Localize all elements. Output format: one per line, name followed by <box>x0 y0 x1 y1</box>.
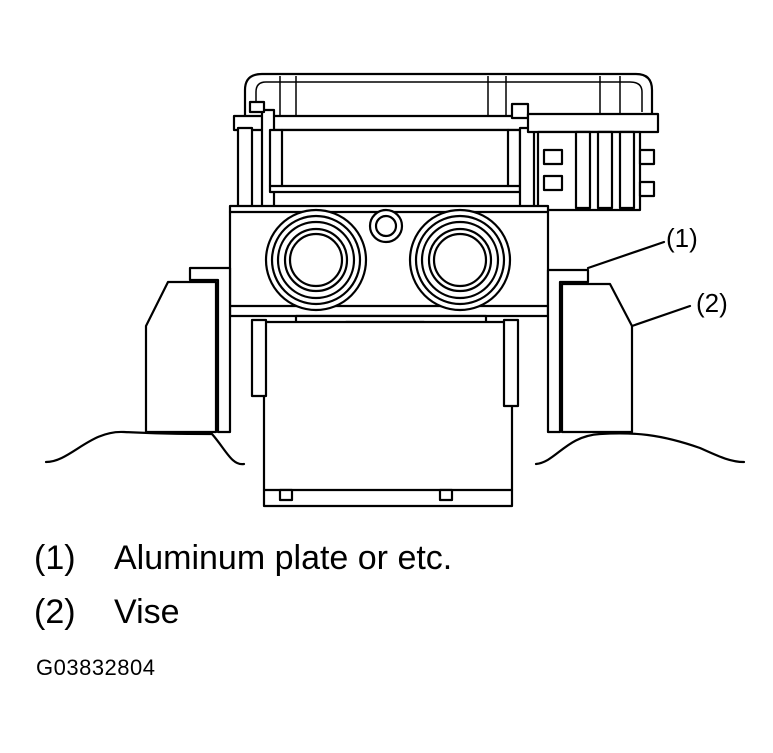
callout-1: (1) <box>586 223 698 270</box>
figure-code: G03832804 <box>36 655 156 680</box>
vise-jaw-right <box>560 282 634 434</box>
aluminum-plate-left <box>188 266 232 434</box>
hydraulic-unit-in-vise-diagram: (1) (2) <box>44 72 746 508</box>
port-right <box>408 208 512 312</box>
port-left <box>264 208 368 312</box>
center-port <box>368 208 404 244</box>
callout-2-label: (2) <box>696 288 728 318</box>
top-cover <box>243 72 654 120</box>
legend-number: (1) <box>34 539 76 577</box>
legend-item-vise: (2) Vise <box>34 592 180 632</box>
vise-break-line-left <box>44 430 246 466</box>
vise-break-line-right <box>534 432 746 466</box>
legend-item-aluminum-plate: (1) Aluminum plate or etc. <box>34 538 452 578</box>
callout-1-label: (1) <box>666 223 698 253</box>
upper-frame <box>232 100 656 212</box>
legend-text: Vise <box>114 593 180 631</box>
connector <box>526 112 660 212</box>
motor <box>250 318 520 508</box>
aluminum-plate-right <box>546 268 590 434</box>
callout-2: (2) <box>630 288 728 328</box>
legend-text: Aluminum plate or etc. <box>114 539 453 577</box>
vise-jaw-left <box>144 280 218 434</box>
legend-number: (2) <box>34 593 76 631</box>
